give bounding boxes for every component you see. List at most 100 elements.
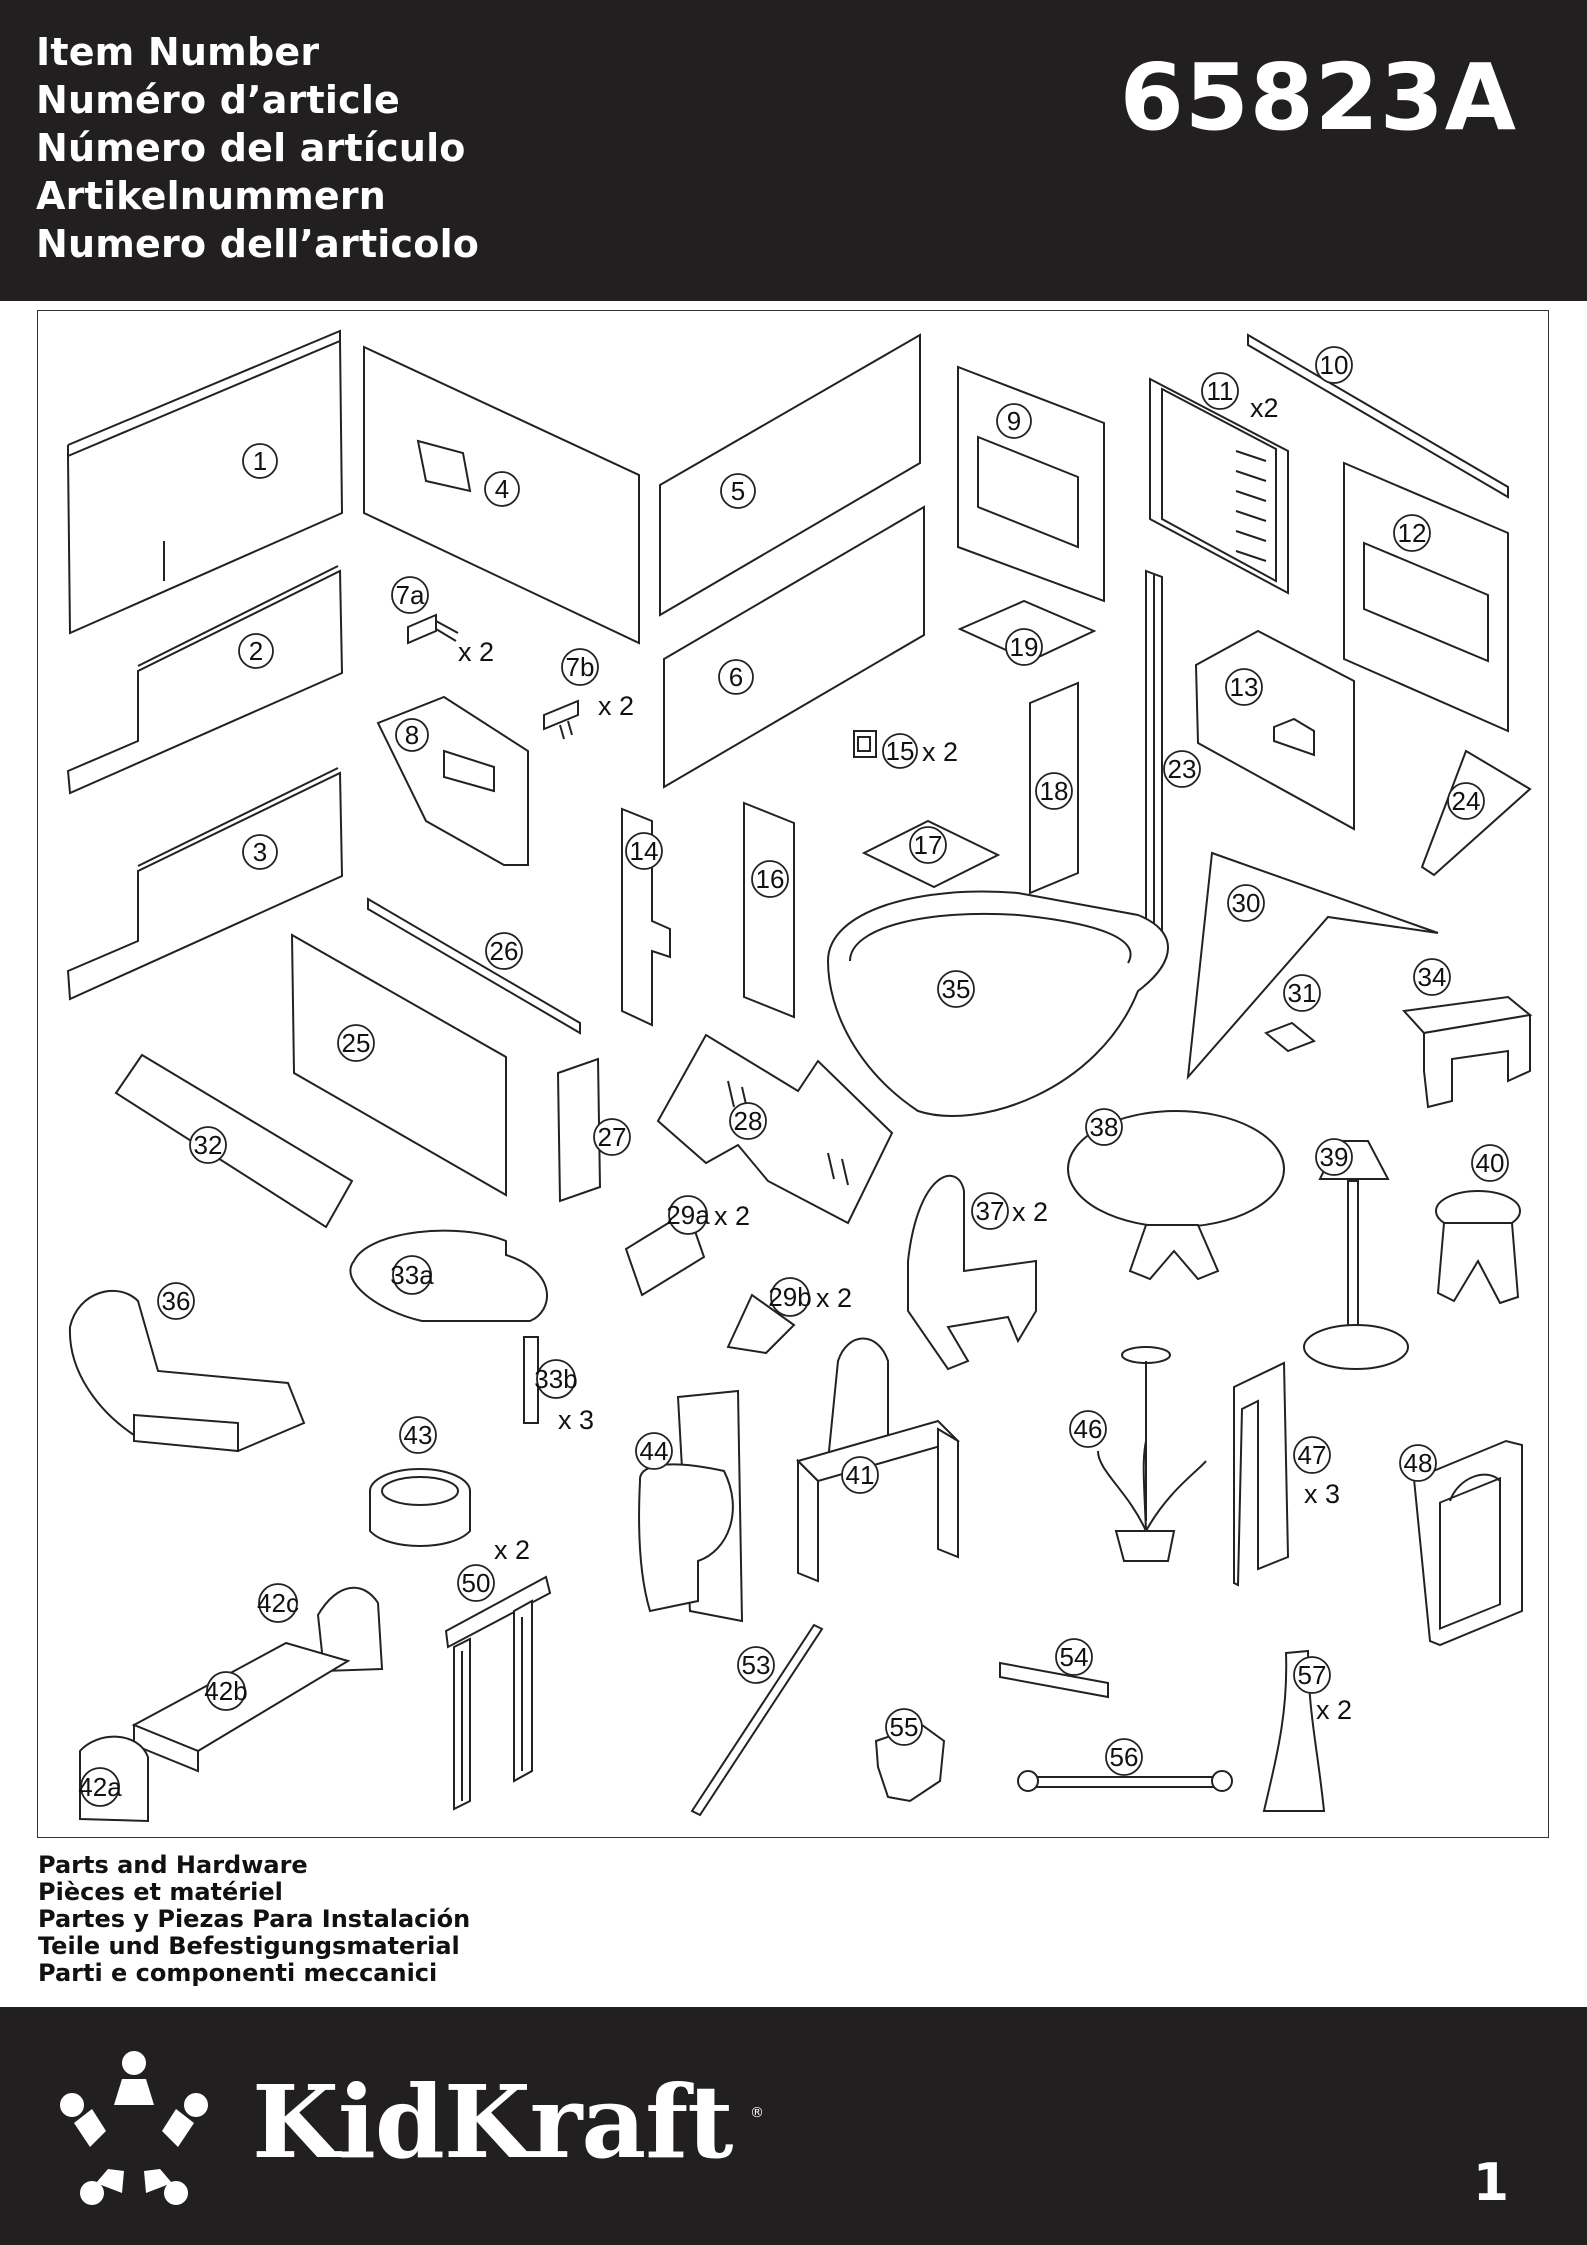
part-label-33a: 33a	[390, 1255, 434, 1295]
part-number: 53	[742, 1650, 771, 1680]
part-46-drawing	[1097, 1346, 1207, 1562]
part-number: 42a	[78, 1772, 122, 1802]
part-label-4: 4	[484, 471, 520, 507]
part-number: 15	[886, 736, 915, 766]
part-number: 9	[1007, 406, 1021, 436]
part-number: 33b	[534, 1364, 577, 1394]
item-number-label-fr: Numéro d’article	[36, 78, 401, 122]
part-label-42c: 42c	[257, 1583, 299, 1623]
part-label-18: 18	[1035, 772, 1073, 810]
part-26-drawing	[367, 897, 581, 1035]
item-number-label-de: Artikelnummern	[36, 174, 387, 218]
footer-band: KidKraft ® 1	[0, 2007, 1587, 2245]
part-quantity: x 2	[598, 691, 634, 721]
part-1-drawing	[66, 329, 344, 635]
caption-es: Partes y Piezas Para Instalación	[38, 1905, 471, 1933]
item-number-labels: Item Number Numéro d’article Número del …	[36, 28, 479, 268]
part-label-2: 2	[238, 633, 274, 669]
part-label-48: 48	[1399, 1444, 1437, 1482]
part-label-40: 40	[1471, 1144, 1509, 1182]
part-number: 39	[1320, 1142, 1349, 1172]
part-label-17: 17	[909, 826, 947, 864]
part-36-drawing	[68, 1289, 306, 1453]
part-number: 5	[731, 476, 745, 506]
part-number: 11	[1207, 376, 1234, 406]
part-37-drawing	[907, 1174, 1037, 1371]
part-32-drawing	[114, 1053, 354, 1229]
part-quantity: x 2	[494, 1535, 530, 1565]
part-number: 34	[1418, 962, 1447, 992]
part-3-drawing	[66, 767, 344, 1001]
part-number: 40	[1476, 1148, 1505, 1178]
part-quantity: x 2	[1316, 1695, 1352, 1725]
part-40-drawing	[1435, 1190, 1521, 1305]
part-label-26: 26	[485, 932, 523, 970]
part-50-drawing	[444, 1575, 552, 1811]
part-27-drawing	[556, 1057, 602, 1203]
part-8-drawing	[376, 695, 529, 866]
part-6-drawing	[663, 505, 925, 789]
item-number-label-it: Numero dell’articolo	[36, 222, 480, 266]
part-number: 31	[1288, 978, 1317, 1008]
part-number: 25	[342, 1028, 371, 1058]
part-31-drawing	[1264, 1021, 1316, 1053]
part-number: 16	[756, 864, 785, 894]
part-number: 1	[253, 446, 267, 476]
part-label-6: 6	[718, 659, 754, 695]
part-label-38: 38	[1085, 1108, 1123, 1146]
part-number: 48	[1404, 1448, 1433, 1478]
part-number: 3	[253, 837, 267, 867]
part-label-31: 31	[1283, 974, 1321, 1012]
part-28-drawing	[656, 1033, 894, 1225]
part-number: 32	[194, 1130, 223, 1160]
part-label-8: 8	[395, 718, 429, 752]
part-9-drawing	[957, 365, 1105, 603]
part-number: 46	[1074, 1414, 1103, 1444]
part-16-drawing	[743, 801, 795, 1019]
part-quantity: x 2	[458, 637, 494, 667]
part-35-drawing	[826, 890, 1169, 1117]
part-number: 30	[1232, 888, 1261, 918]
part-29b-drawing	[726, 1293, 796, 1355]
part-48-drawing	[1412, 1439, 1523, 1647]
part-34-drawing	[1401, 995, 1533, 1109]
part-number: 28	[734, 1106, 763, 1136]
part-11-drawing	[1149, 377, 1289, 595]
part-label-23: 23	[1163, 750, 1201, 788]
part-label-35: 35	[937, 970, 975, 1008]
part-47-drawing	[1233, 1361, 1290, 1587]
part-label-16: 16	[751, 860, 789, 898]
part-number: 7a	[396, 580, 425, 610]
part-label-39: 39	[1315, 1138, 1353, 1176]
part-number: 2	[249, 636, 263, 666]
part-label-50: 50x 2	[457, 1535, 530, 1602]
part-13-drawing	[1194, 629, 1355, 831]
part-number: 19	[1010, 632, 1039, 662]
part-number: 35	[942, 974, 971, 1004]
part-label-12: 12	[1393, 514, 1431, 552]
part-label-43: 43	[399, 1416, 437, 1454]
part-quantity: x 2	[1012, 1197, 1048, 1227]
part-number: 8	[405, 720, 419, 750]
part-quantity: x2	[1250, 393, 1279, 423]
part-label-27: 27	[593, 1118, 631, 1156]
header-band: Item Number Numéro d’article Número del …	[0, 0, 1587, 301]
part-label-14: 14	[625, 832, 663, 870]
part-label-10: 10	[1315, 346, 1353, 384]
part-55-drawing	[874, 1723, 946, 1803]
part-label-7a: 7a x 2	[391, 576, 494, 667]
part-number: 33a	[390, 1260, 434, 1290]
part-number: 17	[914, 830, 943, 860]
part-39-drawing	[1303, 1140, 1409, 1370]
part-15-drawing	[853, 730, 877, 758]
part-7b-drawing	[543, 699, 579, 740]
caption-en: Parts and Hardware	[38, 1851, 308, 1879]
part-label-55: 55	[885, 1708, 923, 1746]
parts-caption: Parts and Hardware Pièces et matériel Pa…	[38, 1852, 470, 1987]
part-41-drawing	[796, 1337, 960, 1583]
part-2-drawing	[66, 565, 344, 795]
part-label-54: 54	[1055, 1638, 1093, 1676]
